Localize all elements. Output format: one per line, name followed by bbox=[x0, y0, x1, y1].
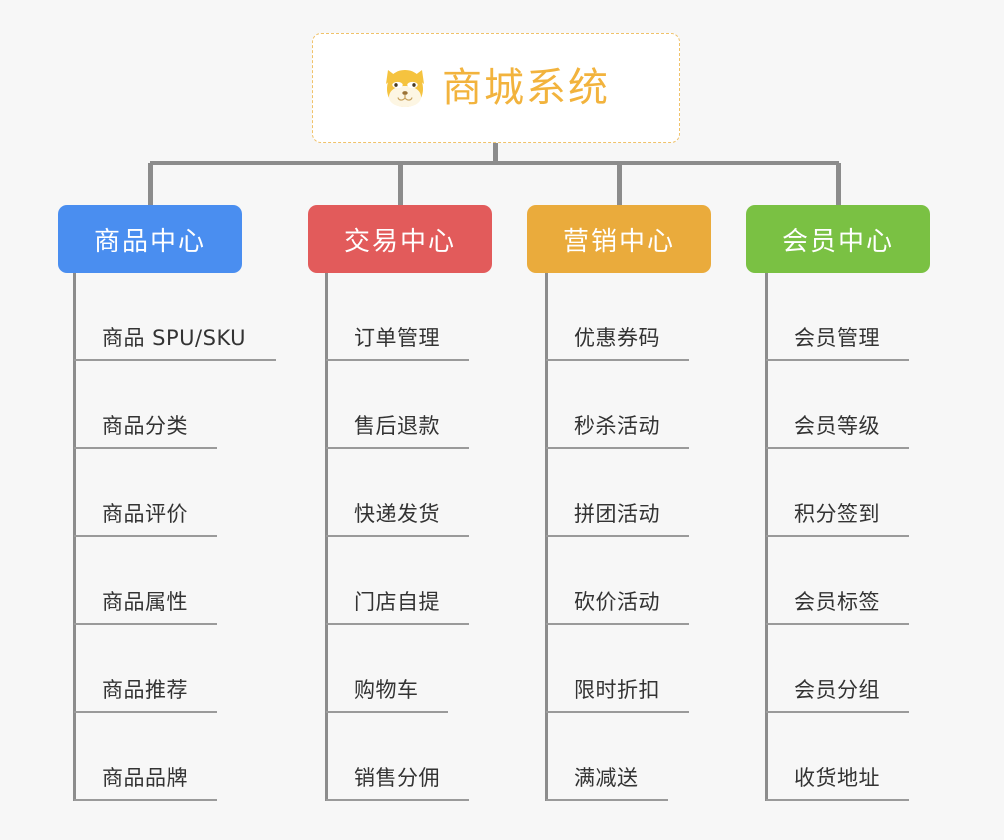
leaf-item-rule bbox=[74, 447, 217, 449]
column-spine bbox=[73, 273, 76, 801]
leaf-item-rule bbox=[766, 623, 909, 625]
column-spine bbox=[545, 273, 548, 801]
category-box-3[interactable]: 营销中心 bbox=[527, 205, 711, 273]
leaf-item-rule bbox=[766, 799, 909, 801]
leaf-item-rule bbox=[326, 535, 469, 537]
connector-drop-4 bbox=[836, 163, 841, 207]
category-label: 会员中心 bbox=[781, 226, 894, 257]
leaf-item-rule bbox=[326, 711, 448, 713]
connector-drop-3 bbox=[617, 163, 622, 207]
connector-bus-bar bbox=[150, 161, 839, 165]
leaf-item-rule bbox=[74, 711, 217, 713]
leaf-item-label: 会员标签 bbox=[794, 590, 880, 614]
leaf-item-label: 购物车 bbox=[354, 678, 419, 702]
leaf-item-label: 售后退款 bbox=[354, 414, 440, 438]
leaf-item-rule bbox=[766, 535, 909, 537]
leaf-item-rule bbox=[74, 535, 217, 537]
leaf-item-rule bbox=[74, 359, 276, 361]
leaf-item-rule bbox=[546, 447, 689, 449]
leaf-item-label: 秒杀活动 bbox=[574, 414, 660, 438]
leaf-item-rule bbox=[766, 359, 909, 361]
leaf-item-label: 商品推荐 bbox=[102, 678, 188, 702]
leaf-item-label: 商品评价 bbox=[102, 502, 188, 526]
leaf-item-label: 积分签到 bbox=[794, 502, 880, 526]
leaf-item-rule bbox=[326, 623, 469, 625]
leaf-item-rule bbox=[546, 711, 689, 713]
leaf-item-rule bbox=[326, 447, 469, 449]
leaf-item-label: 满减送 bbox=[574, 766, 639, 790]
leaf-item-label: 砍价活动 bbox=[574, 590, 660, 614]
root-node-label: 商城系统 bbox=[442, 65, 610, 111]
leaf-item-label: 销售分佣 bbox=[354, 766, 440, 790]
category-box-2[interactable]: 交易中心 bbox=[308, 205, 492, 273]
connector-stem bbox=[493, 143, 498, 163]
leaf-item-rule bbox=[326, 359, 469, 361]
leaf-item-label: 商品品牌 bbox=[102, 766, 188, 790]
leaf-item-label: 会员管理 bbox=[794, 326, 880, 350]
leaf-item-rule bbox=[766, 447, 909, 449]
leaf-item-label: 门店自提 bbox=[354, 590, 440, 614]
leaf-item-rule bbox=[546, 799, 668, 801]
leaf-item-rule bbox=[546, 623, 689, 625]
leaf-item-rule bbox=[74, 799, 217, 801]
category-label: 交易中心 bbox=[343, 226, 456, 257]
shiba-dog-face-icon bbox=[382, 66, 428, 110]
connector-drop-2 bbox=[398, 163, 403, 207]
leaf-item-rule bbox=[766, 711, 909, 713]
connector-drop-1 bbox=[148, 163, 153, 207]
column-spine bbox=[325, 273, 328, 801]
category-label: 商品中心 bbox=[93, 226, 206, 257]
leaf-item-label: 快递发货 bbox=[354, 502, 440, 526]
category-box-1[interactable]: 商品中心 bbox=[58, 205, 242, 273]
column-spine bbox=[765, 273, 768, 801]
root-node[interactable]: 商城系统 bbox=[312, 33, 680, 143]
leaf-item-label: 商品 SPU/SKU bbox=[102, 326, 247, 350]
leaf-item-label: 会员等级 bbox=[794, 414, 880, 438]
leaf-item-label: 会员分组 bbox=[794, 678, 880, 702]
leaf-item-label: 拼团活动 bbox=[574, 502, 660, 526]
leaf-item-label: 限时折扣 bbox=[574, 678, 660, 702]
leaf-item-rule bbox=[326, 799, 469, 801]
leaf-item-rule bbox=[546, 535, 689, 537]
leaf-item-label: 收货地址 bbox=[794, 766, 880, 790]
leaf-item-rule bbox=[74, 623, 217, 625]
leaf-item-rule bbox=[546, 359, 689, 361]
leaf-item-label: 商品属性 bbox=[102, 590, 188, 614]
category-label: 营销中心 bbox=[562, 226, 675, 257]
leaf-item-label: 订单管理 bbox=[354, 326, 440, 350]
leaf-item-label: 优惠券码 bbox=[574, 326, 660, 350]
category-box-4[interactable]: 会员中心 bbox=[746, 205, 930, 273]
leaf-item-label: 商品分类 bbox=[102, 414, 188, 438]
